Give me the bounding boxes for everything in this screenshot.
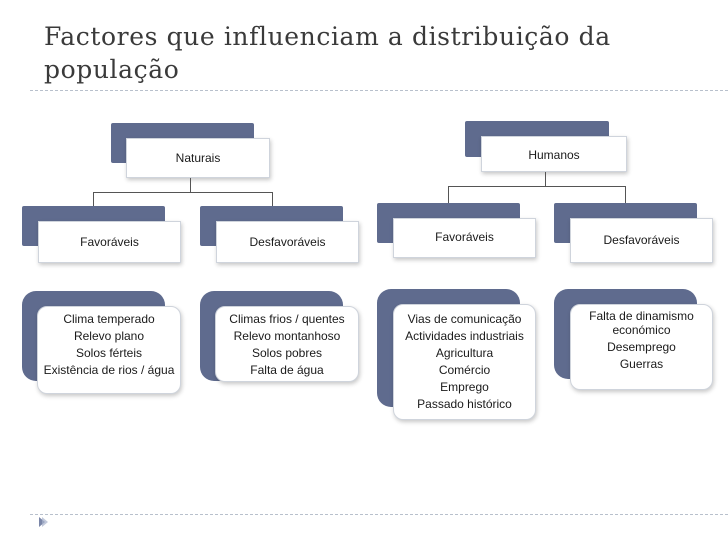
list-item: Actividades industriais	[405, 329, 524, 343]
connector	[272, 192, 273, 206]
list-item: Clima temperado	[63, 312, 155, 326]
humanos-desfavoraveis-label: Desfavoráveis	[603, 233, 680, 247]
naturais-favoraveis-label: Favoráveis	[80, 234, 139, 249]
connector	[448, 186, 626, 187]
connector	[448, 186, 449, 203]
naturais-desfavoraveis-node: Desfavoráveis	[216, 221, 359, 263]
humanos-favoraveis-node: Favoráveis	[393, 218, 536, 258]
list-item: Existência de rios / água	[43, 363, 175, 377]
list-item: Passado histórico	[417, 397, 512, 411]
list-item: Relevo montanhoso	[233, 329, 341, 343]
humanos-favoraveis-label: Favoráveis	[435, 230, 494, 244]
naturais-favoraveis-node: Favoráveis	[38, 221, 181, 263]
list-item: Guerras	[619, 357, 664, 371]
humanos-favoraveis-list: Vias de comunicação Actividades industri…	[393, 304, 536, 420]
connector	[93, 192, 94, 206]
naturais-desfavoraveis-label: Desfavoráveis	[249, 234, 326, 249]
naturais-label: Naturais	[175, 150, 221, 165]
connector	[625, 186, 626, 203]
humanos-label: Humanos	[528, 148, 580, 162]
naturais-favoraveis-list: Clima temperado Relevo plano Solos férte…	[37, 306, 181, 394]
naturais-node: Naturais	[126, 138, 270, 178]
list-item: Falta de água	[250, 363, 324, 377]
list-item: Agricultura	[435, 346, 494, 360]
list-item: Climas frios / quentes	[229, 312, 345, 326]
naturais-desfavoraveis-list: Climas frios / quentes Relevo montanhoso…	[215, 306, 359, 382]
list-item: Falta de dinamismo	[589, 309, 694, 323]
connector	[545, 172, 546, 186]
connector	[93, 192, 273, 193]
list-item: Solos férteis	[75, 346, 143, 360]
humanos-desfavoraveis-list: Falta de dinamismo económico Desemprego …	[570, 304, 713, 390]
footer-divider	[30, 514, 728, 515]
list-item: Relevo plano	[73, 329, 145, 343]
list-item: Comércio	[438, 363, 491, 377]
list-item: Vias de comunicação	[407, 312, 522, 326]
list-item: Solos pobres	[251, 346, 323, 360]
title-divider	[30, 90, 728, 91]
slide-bullet-icon	[39, 517, 48, 527]
slide-title: Factores que influenciam a distribuição …	[44, 22, 611, 84]
humanos-desfavoraveis-node: Desfavoráveis	[570, 218, 713, 263]
list-item: Emprego	[440, 380, 489, 394]
list-item: Desemprego	[607, 340, 676, 354]
humanos-node: Humanos	[481, 136, 627, 172]
list-item: económico	[612, 323, 671, 337]
connector	[190, 178, 191, 193]
